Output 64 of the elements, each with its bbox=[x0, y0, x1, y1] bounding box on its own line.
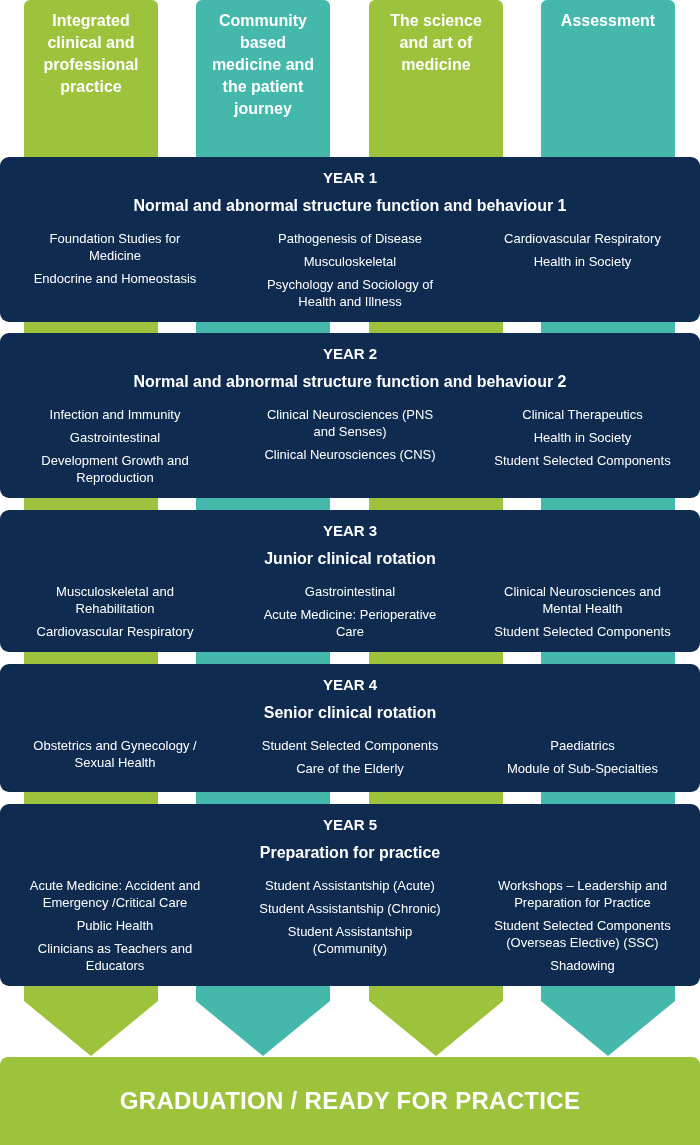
module-name: Health in Society bbox=[532, 429, 633, 446]
stage-title: Normal and abnormal structure function and behaviour 2 bbox=[132, 373, 568, 391]
year-band bbox=[0, 664, 700, 792]
module-name: Obstetrics and Gynecology / Sexual Health bbox=[32, 737, 198, 771]
column-pillar bbox=[541, 0, 675, 157]
column-pillar bbox=[24, 0, 158, 157]
module-name: Pathogenesis of Disease bbox=[277, 230, 423, 247]
pillar-title: The science and art of medicine bbox=[389, 11, 483, 75]
module-name: Clinical Neurosciences (PNS and Senses) bbox=[265, 406, 435, 440]
stage-title: Senior clinical rotation bbox=[262, 704, 438, 722]
module-name: Student Assistantship (Chronic) bbox=[258, 900, 442, 917]
year-heading: YEAR 1 bbox=[321, 169, 379, 186]
year-band bbox=[0, 804, 700, 986]
module-name: Student Selected Components (Overseas Elective) (SSC) bbox=[493, 917, 672, 951]
module-name: Acute Medicine: Accident and Emergency /Critical Care bbox=[28, 877, 202, 911]
module-name: Musculoskeletal and Rehabilitation bbox=[55, 583, 175, 617]
module-name: Psychology and Sociology of Health and Illness bbox=[265, 276, 435, 310]
module-name: Cardiovascular Respiratory bbox=[35, 623, 195, 640]
module-name: Endocrine and Homeostasis bbox=[32, 270, 198, 287]
module-name: Student Assistantship (Community) bbox=[286, 923, 414, 957]
module-name: Public Health bbox=[75, 917, 155, 934]
pillar-title: Assessment bbox=[559, 11, 657, 31]
module-name: Student Selected Components bbox=[260, 737, 440, 754]
stage-title: Preparation for practice bbox=[258, 844, 442, 862]
chevron-arrow bbox=[24, 986, 158, 1056]
stage-title: Normal and abnormal structure function and behaviour 1 bbox=[132, 197, 568, 215]
year-heading: YEAR 5 bbox=[321, 816, 379, 833]
year-heading: YEAR 2 bbox=[321, 345, 379, 362]
module-name: Clinical Therapeutics bbox=[521, 406, 644, 423]
year-band bbox=[0, 333, 700, 498]
module-name: Shadowing bbox=[549, 957, 616, 974]
chevron-arrow bbox=[196, 986, 330, 1056]
module-name: Paediatrics bbox=[549, 737, 616, 754]
graduation-banner bbox=[0, 1057, 700, 1145]
module-name: Student Selected Components bbox=[493, 452, 672, 469]
module-name: Clinical Neurosciences (CNS) bbox=[263, 446, 437, 463]
module-name: Student Selected Components bbox=[493, 623, 672, 640]
module-name: Development Growth and Reproduction bbox=[40, 452, 190, 486]
year-heading: YEAR 4 bbox=[321, 676, 379, 693]
chevron-arrow bbox=[541, 986, 675, 1056]
module-name: Gastrointestinal bbox=[303, 583, 397, 600]
chevron-arrow bbox=[369, 986, 503, 1056]
module-name: Infection and Immunity bbox=[48, 406, 182, 423]
module-name: Clinical Neurosciences and Mental Health bbox=[503, 583, 662, 617]
module-name: Gastrointestinal bbox=[68, 429, 162, 446]
module-name: Musculoskeletal bbox=[302, 253, 398, 270]
module-name: Student Assistantship (Acute) bbox=[264, 877, 436, 894]
year-heading: YEAR 3 bbox=[321, 522, 379, 539]
module-name: Acute Medicine: Perioperative Care bbox=[262, 606, 438, 640]
column-pillar bbox=[196, 0, 330, 157]
module-name: Cardiovascular Respiratory bbox=[503, 230, 662, 247]
column-pillar bbox=[369, 0, 503, 157]
module-name: Care of the Elderly bbox=[295, 760, 405, 777]
module-name: Health in Society bbox=[532, 253, 633, 270]
module-name: Module of Sub-Specialties bbox=[506, 760, 659, 777]
module-name: Workshops – Leadership and Preparation for Practice bbox=[497, 877, 668, 911]
pillar-title: Integrated clinical and professional practice bbox=[42, 11, 140, 97]
module-name: Clinicians as Teachers and Educators bbox=[36, 940, 194, 974]
stage-title: Junior clinical rotation bbox=[263, 550, 437, 568]
year-band bbox=[0, 157, 700, 322]
graduation-text: GRADUATION / READY FOR PRACTICE bbox=[119, 1087, 581, 1115]
pillar-title: Community based medicine and the patient journey bbox=[210, 11, 316, 119]
year-band bbox=[0, 510, 700, 652]
module-name: Foundation Studies for Medicine bbox=[48, 230, 182, 264]
